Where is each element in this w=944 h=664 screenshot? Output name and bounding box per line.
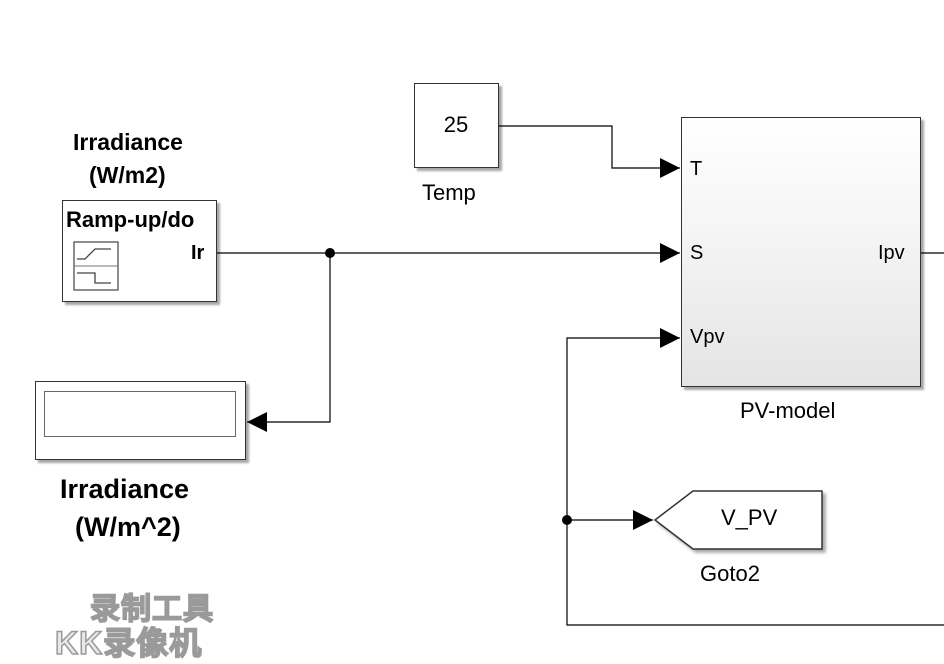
pv-model-port-Vpv: Vpv: [690, 326, 725, 348]
irradiance-source-block[interactable]: Ramp-up/do Ir: [62, 200, 217, 302]
wire-temp-to-T[interactable]: [499, 125, 680, 178]
irradiance-source-title-2: (W/m2): [89, 162, 166, 188]
pv-model-port-S: S: [690, 242, 704, 264]
pv-model-block[interactable]: T S Vpv Ipv: [681, 117, 921, 387]
temp-constant-block[interactable]: 25: [414, 83, 499, 168]
irradiance-source-port-ir: Ir: [191, 242, 205, 264]
goto-block[interactable]: [653, 490, 823, 550]
wire-ir-to-display[interactable]: [247, 253, 331, 432]
display-label-2: (W/m^2): [75, 512, 181, 542]
display-readout: [44, 391, 236, 437]
pv-model-port-T: T: [690, 158, 703, 180]
watermark-line-1: 录制工具: [89, 592, 214, 627]
pv-model-label: PV-model: [740, 398, 836, 423]
temp-constant-value: 25: [443, 112, 469, 137]
goto-tag: V_PV: [721, 505, 778, 530]
ramp-signal-icon: [73, 241, 119, 291]
irradiance-source-name: Ramp-up/do: [66, 207, 195, 232]
temp-constant-label: Temp: [422, 180, 476, 205]
irradiance-display-block[interactable]: [35, 381, 246, 460]
irradiance-source-title-1: Irradiance: [73, 129, 183, 155]
wire-feedback-to-Vpv[interactable]: [566, 328, 944, 626]
watermark-line-2: KK录像机: [54, 624, 203, 662]
goto-label: Goto2: [700, 561, 760, 586]
display-label-1: Irradiance: [60, 474, 190, 504]
branch-point-vpv: [562, 515, 572, 525]
branch-point-ir: [325, 248, 335, 258]
pv-model-port-Ipv: Ipv: [878, 242, 905, 264]
